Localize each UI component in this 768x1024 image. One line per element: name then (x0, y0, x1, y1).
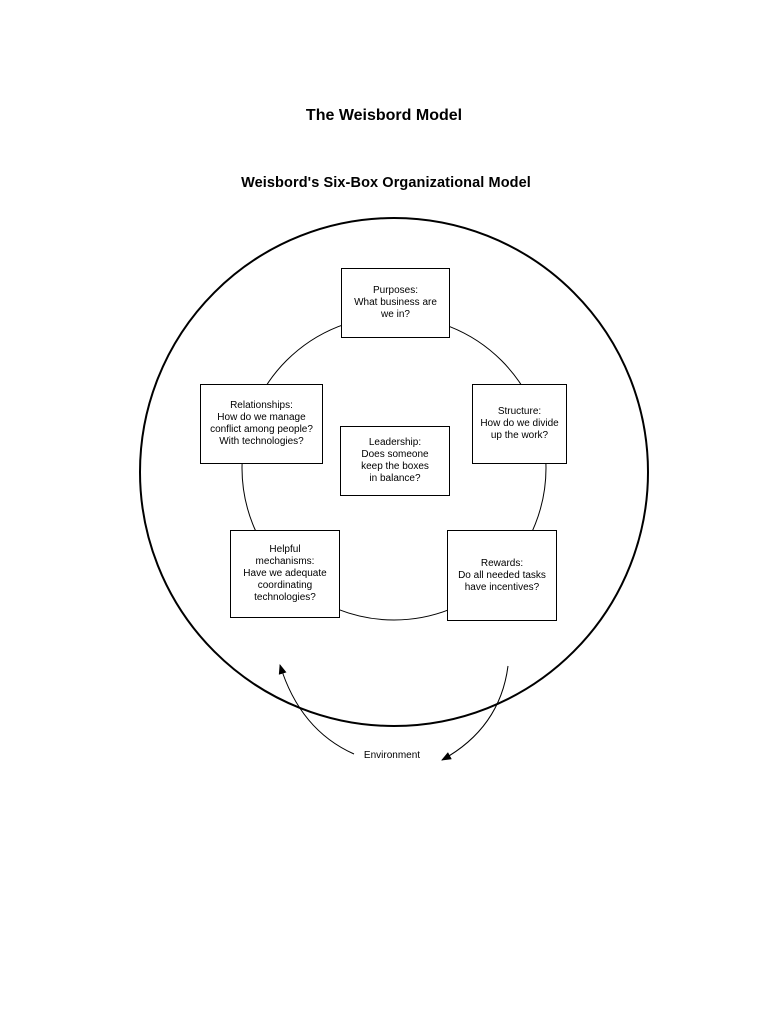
environment-label: Environment (363, 750, 421, 761)
structure-box: Structure: How do we divide up the work? (472, 384, 567, 464)
rewards-box: Rewards: Do all needed tasks have incent… (447, 530, 557, 621)
environment-arrow-right (441, 665, 509, 761)
leadership-box: Leadership: Does someone keep the boxes … (340, 426, 450, 496)
environment-boundary-circle (139, 217, 649, 727)
helpful-mechanisms-box: Helpful mechanisms: Have we adequate coo… (230, 530, 340, 618)
page-title: The Weisbord Model (305, 107, 463, 124)
diagram-title: Weisbord's Six-Box Organizational Model (241, 175, 531, 191)
purposes-box: Purposes: What business are we in? (341, 268, 450, 338)
relationships-box: Relationships: How do we manage conflict… (200, 384, 323, 464)
environment-arrow-left (278, 664, 355, 755)
